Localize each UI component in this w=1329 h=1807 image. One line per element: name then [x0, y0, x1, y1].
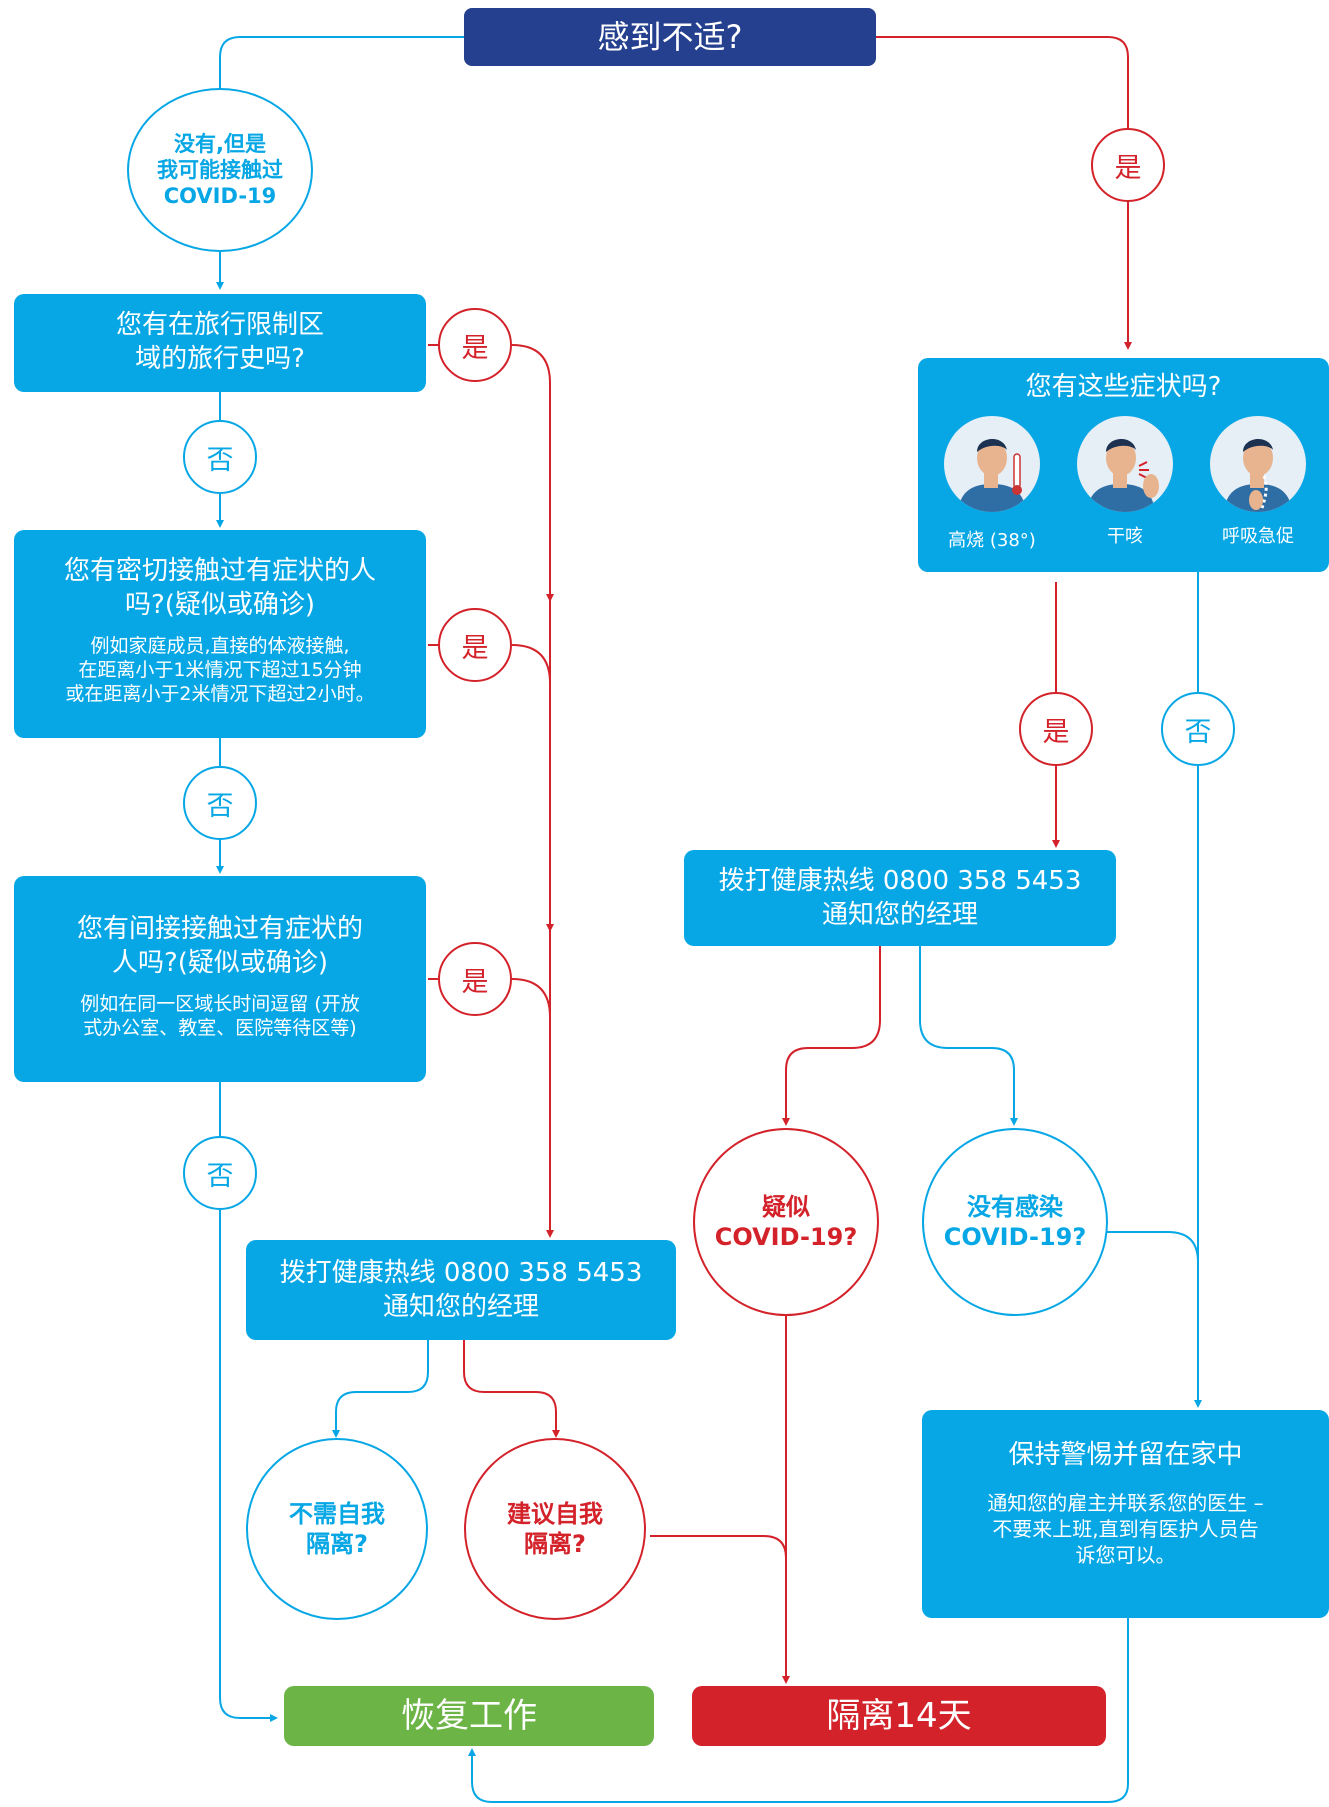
line-call-to-suspected	[782, 946, 881, 1126]
indirect-contact-detail: 例如在同一区域长时间逗留 (开放 式办公室、教室、医院等待区等)	[80, 993, 360, 1039]
indirect-contact-title: 您有间接接触过有症状的 人吗?(疑似或确诊)	[76, 914, 363, 978]
yes-label-top: 是	[1091, 128, 1165, 202]
outcome-isolation-advised: 建议自我 隔离?	[464, 1438, 646, 1620]
symptom-label-fever: 高烧 (38°)	[948, 530, 1036, 551]
symptom-label-cough: 干咳	[1107, 526, 1143, 547]
left-call-box: 拨打健康热线 0800 358 5453 通知您的经理	[246, 1240, 676, 1340]
right-call-box: 拨打健康热线 0800 358 5453 通知您的经理	[684, 850, 1116, 946]
outcome-suspected: 疑似 COVID-19?	[693, 1128, 879, 1316]
line-top-to-entry	[219, 36, 464, 88]
no-label-indirect: 否	[183, 1136, 257, 1210]
travel-question-box: 您有在旅行限制区 域的旅行史吗?	[14, 294, 426, 392]
entry-circle: 没有,但是 我可能接触过 COVID-19	[127, 88, 313, 252]
yes-label-indirect: 是	[438, 942, 512, 1016]
yes-label-travel: 是	[438, 308, 512, 382]
left-call-line2: 通知您的经理	[382, 1292, 539, 1322]
no-label-travel: 否	[183, 420, 257, 494]
fever-icon	[944, 416, 1040, 512]
line-no3-to-work	[219, 1210, 278, 1722]
return-to-work-text: 恢复工作	[401, 1696, 537, 1736]
no-label-symptoms: 否	[1161, 692, 1235, 766]
line-indirect-yes-out	[511, 978, 554, 1238]
line-call-to-not-infected	[919, 946, 1018, 1126]
stay-home-title: 保持警惕并留在家中	[1008, 1440, 1243, 1470]
yes-label-close-contact: 是	[438, 608, 512, 682]
outcome-no-isolation: 不需自我 隔离?	[246, 1438, 428, 1620]
close-contact-question-box: 您有密切接触过有症状的人 吗?(疑似或确诊) 例如家庭成员,直接的体液接触, 在…	[14, 530, 426, 738]
right-call-line2: 通知您的经理	[821, 900, 978, 930]
line-call-to-iso	[463, 1340, 560, 1438]
symptom-label-breath: 呼吸急促	[1222, 526, 1294, 547]
left-call-line1: 拨打健康热线 0800 358 5453	[279, 1258, 643, 1288]
line-call-to-no-iso	[332, 1340, 429, 1438]
close-contact-detail: 例如家庭成员,直接的体液接触, 在距离小于1米情况下超过15分钟 或在距离小于2…	[65, 635, 375, 705]
isolate-14-days-box: 隔离14天	[692, 1686, 1106, 1746]
line-contact-yes-out	[511, 644, 554, 932]
travel-question-title: 您有在旅行限制区 域的旅行史吗?	[115, 310, 324, 374]
line-travel-yes-out	[511, 344, 554, 602]
close-contact-title: 您有密切接触过有症状的人 吗?(疑似或确诊)	[63, 556, 376, 620]
cough-icon	[1077, 416, 1173, 512]
line-not-infected-to-stay	[1106, 1231, 1199, 1263]
right-call-line1: 拨打健康热线 0800 358 5453	[718, 866, 1082, 896]
line-top-to-yes	[876, 36, 1129, 128]
return-to-work-box: 恢复工作	[284, 1686, 654, 1746]
yes-label-symptoms: 是	[1019, 692, 1093, 766]
no-label-close-contact: 否	[183, 766, 257, 840]
stay-home-detail: 通知您的雇主并联系您的医生 – 不要来上班,直到有医护人员告 诉您可以。	[987, 1491, 1264, 1567]
shortness-of-breath-icon	[1210, 416, 1306, 512]
line-stay-to-work	[468, 1618, 1129, 1803]
entry-circle-text: 没有,但是 我可能接触过 COVID-19	[157, 132, 283, 208]
line-iso-to-14	[650, 1535, 787, 1682]
top-question-box: 感到不适?	[464, 8, 876, 66]
indirect-contact-question-box: 您有间接接触过有症状的 人吗?(疑似或确诊) 例如在同一区域长时间逗留 (开放 …	[14, 876, 426, 1082]
symptoms-title: 您有这些症状吗?	[1025, 372, 1222, 402]
outcome-not-infected: 没有感染 COVID-19?	[922, 1128, 1108, 1316]
stay-home-box: 保持警惕并留在家中 通知您的雇主并联系您的医生 – 不要来上班,直到有医护人员告…	[922, 1410, 1329, 1618]
top-question-text: 感到不适?	[597, 18, 743, 56]
isolate-14-days-text: 隔离14天	[826, 1696, 972, 1736]
